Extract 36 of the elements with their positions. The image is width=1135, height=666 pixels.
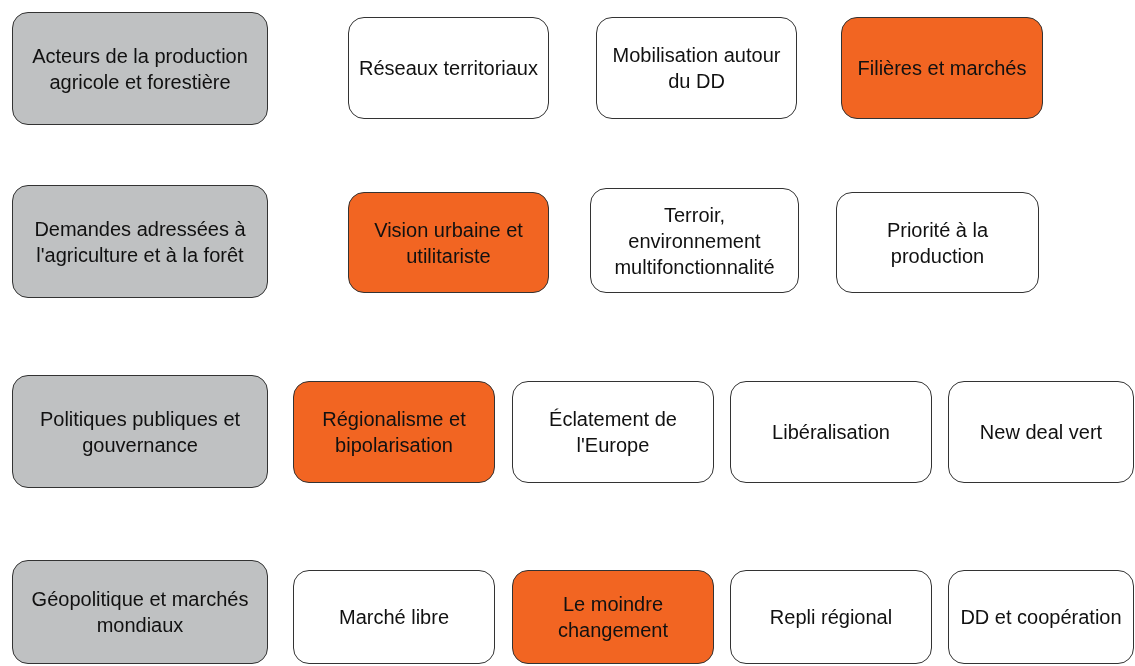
option-box xyxy=(836,192,1039,293)
box-label: Politiques publiques et gouvernance xyxy=(38,406,242,458)
option-box xyxy=(293,570,495,664)
box-label: Terroir, environnement multifonctionnalité xyxy=(613,202,776,280)
box-label: Géopolitique et marchés mondiaux xyxy=(30,587,250,638)
box-label: Mobilisation autour du DD xyxy=(611,43,782,94)
box-label: DD et coopération xyxy=(960,605,1122,630)
highlighted-option-box xyxy=(348,192,549,293)
option-box xyxy=(512,381,714,483)
category-box xyxy=(12,12,268,125)
box-label: Priorité à la production xyxy=(885,217,990,269)
box-label: Vision urbaine et utilitariste xyxy=(373,217,524,269)
category-box xyxy=(12,560,268,664)
box-label: Libéralisation xyxy=(772,420,890,445)
option-box xyxy=(730,570,932,664)
box-label: Marché libre xyxy=(338,605,449,630)
box-label: Le moindre changement xyxy=(556,592,670,643)
box-label: Réseaux territoriaux xyxy=(359,56,538,81)
box-label: Repli régional xyxy=(769,605,893,630)
box-label: Demandes adressées à l'agriculture et à la forêt xyxy=(33,216,247,268)
category-box xyxy=(12,375,268,488)
highlighted-option-box xyxy=(841,17,1043,119)
box-label: Acteurs de la production agricole et forestière xyxy=(31,43,249,95)
option-box xyxy=(348,17,549,119)
highlighted-option-box xyxy=(512,570,714,664)
option-box xyxy=(948,570,1134,664)
box-label: Filières et marchés xyxy=(857,56,1027,81)
option-box xyxy=(730,381,932,483)
box-label: Éclatement de l'Europe xyxy=(548,407,678,458)
option-box xyxy=(596,17,797,119)
option-box xyxy=(590,188,799,293)
option-box xyxy=(948,381,1134,483)
category-box xyxy=(12,185,268,298)
box-label: Régionalisme et bipolarisation xyxy=(321,407,467,458)
highlighted-option-box xyxy=(293,381,495,483)
box-label: New deal vert xyxy=(979,420,1103,445)
